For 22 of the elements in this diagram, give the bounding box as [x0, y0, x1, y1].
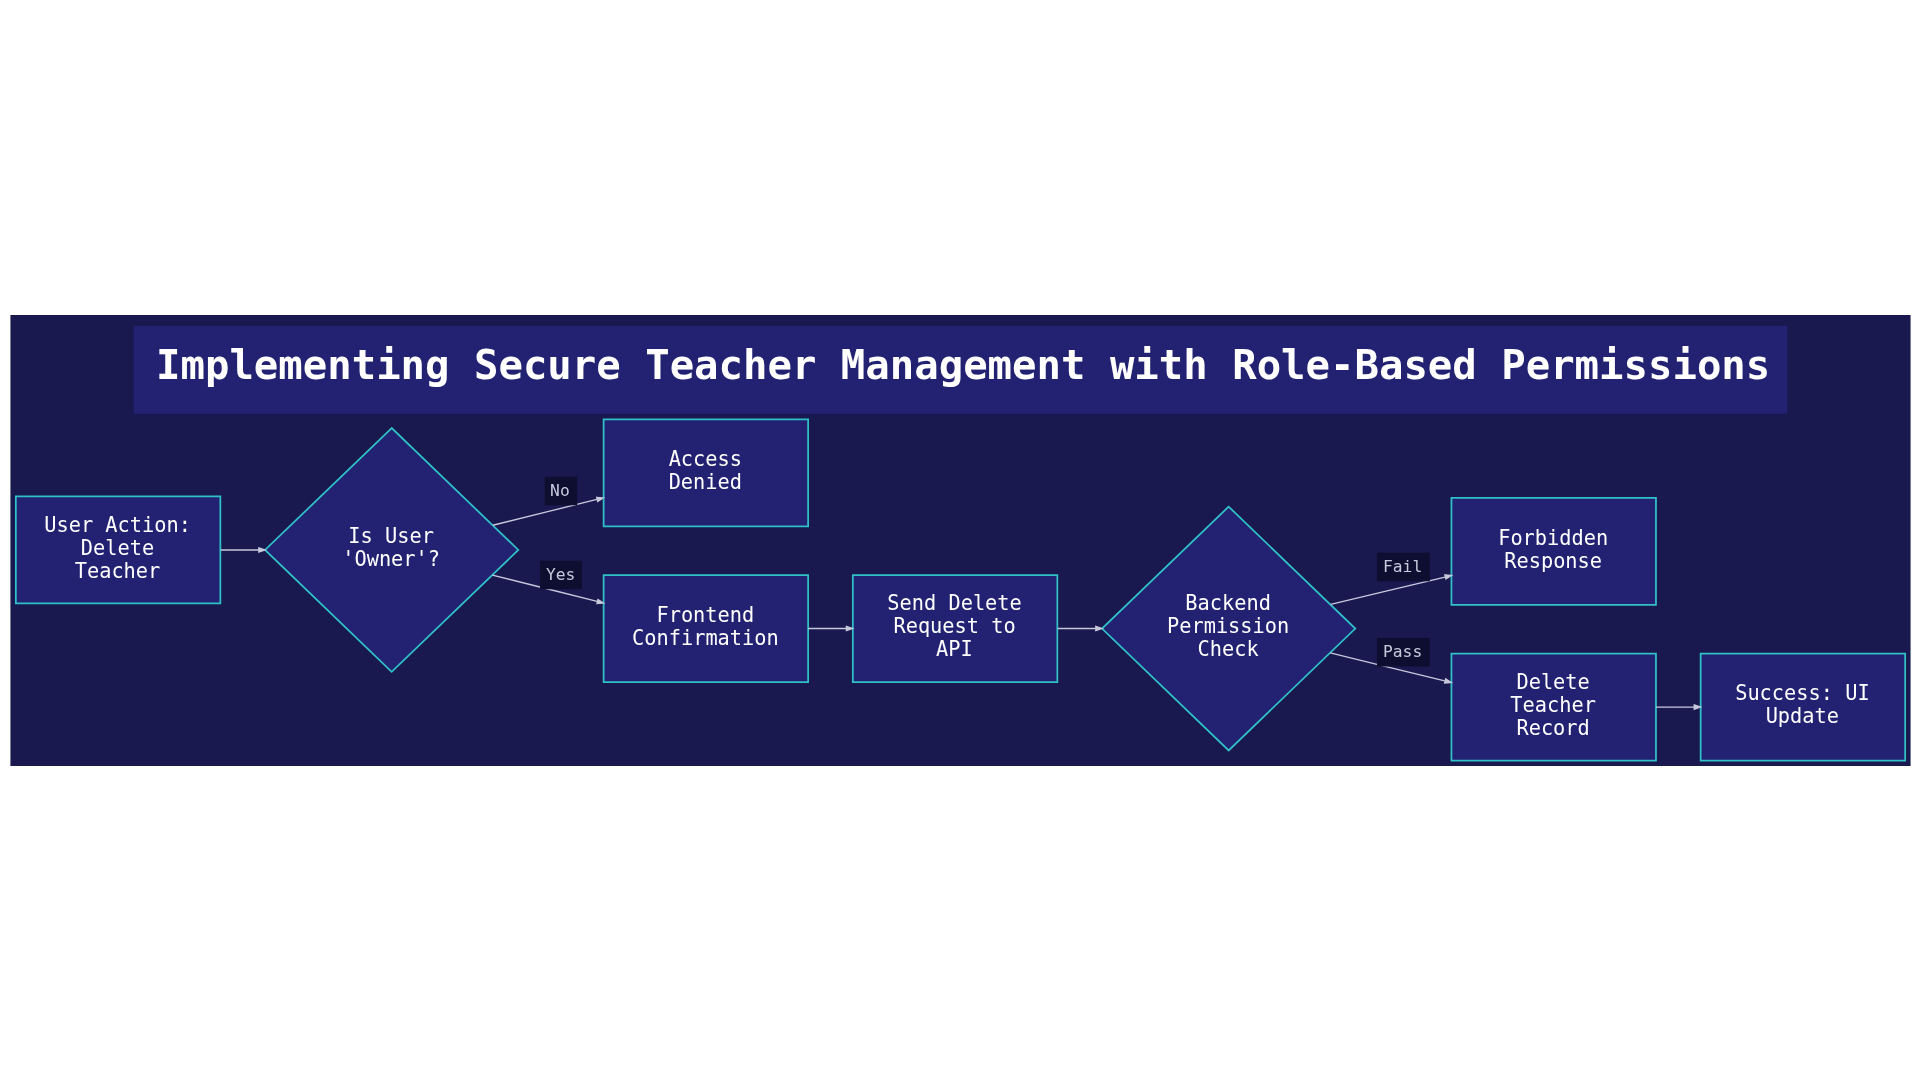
node-box: Send Delete Request to API [851, 573, 1058, 683]
arrow [219, 546, 267, 553]
edge-label: Fail [1382, 556, 1422, 576]
arrow [1654, 703, 1702, 710]
node-box: Forbidden Response [1450, 496, 1657, 606]
arrow [1329, 651, 1453, 684]
arrow [491, 496, 605, 526]
node-box: Success: UI Update [1699, 652, 1906, 761]
node-diamond: Backend Permission Check [1100, 504, 1357, 752]
edge-label: No [549, 480, 570, 500]
arrow [491, 573, 605, 604]
node-diamond: Is User 'Owner'? [263, 426, 520, 673]
node-box: Access Denied [602, 417, 809, 527]
node-box: User Action: Delete Teacher [14, 495, 221, 604]
arrow [1329, 573, 1453, 605]
edge-label: Yes [545, 564, 575, 584]
node-box: Frontend Confirmation [602, 573, 809, 683]
diagram-title: Implementing Secure Teacher Management with Role-Based Permissions [155, 340, 1770, 389]
node-box: Delete Teacher Record [1450, 652, 1657, 761]
arrow [807, 624, 855, 632]
arrow [1056, 624, 1104, 632]
edge-label: Pass [1382, 641, 1422, 661]
